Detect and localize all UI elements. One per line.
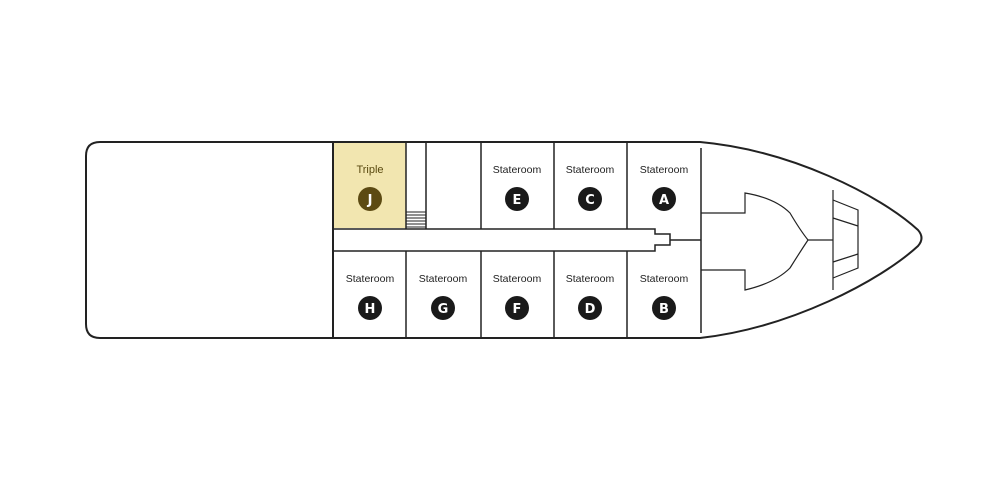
cabin-letter: F [513,302,522,317]
cabin-badge [652,187,676,211]
cabin-hit-area[interactable] [334,143,406,228]
cabin-hit-area[interactable] [627,252,701,337]
cabin-label: Stateroom [640,273,689,285]
cabin-letter: B [659,302,669,317]
cabin-letter: H [365,302,376,317]
cabin-badge [358,187,382,211]
cabin-hit-area[interactable] [334,252,407,337]
cabin-label: Stateroom [346,273,395,285]
cabin-label: Stateroom [419,273,468,285]
cabin-hit-area[interactable] [627,143,701,228]
cabin-badge [431,296,455,320]
stairwell [406,211,426,228]
triple-cabin-highlight [334,143,406,228]
cabins-layer: TripleJStateroomEStateroomCStateroomASta… [334,143,701,337]
cabin-label: Stateroom [493,164,542,176]
cabin-letter: D [585,302,596,317]
cabin-label: Triple [356,164,383,176]
cabin-label: Stateroom [640,164,689,176]
cabin-hit-area[interactable] [554,252,627,337]
hull-outline [85,141,923,339]
cabin-letter: J [367,193,373,208]
cabin-badge [505,187,529,211]
cabin-letter: A [659,193,669,208]
cabin-letter: E [513,193,522,208]
cabin-badge [578,187,602,211]
cabin-badge [578,296,602,320]
cabin-label: Stateroom [566,164,615,176]
cabin-badge [505,296,529,320]
cabin-badge [358,296,382,320]
cabin-letter: G [438,302,449,317]
bow-structure [701,190,859,291]
cabin-hit-area[interactable] [481,252,554,337]
cabin-letter: C [585,193,595,208]
cabin-label: Stateroom [566,273,615,285]
cabin-label: Stateroom [493,273,542,285]
cabin-hit-area[interactable] [481,143,554,228]
cabin-badge [652,296,676,320]
cabin-hit-area[interactable] [406,252,481,337]
cabin-hit-area[interactable] [554,143,627,228]
